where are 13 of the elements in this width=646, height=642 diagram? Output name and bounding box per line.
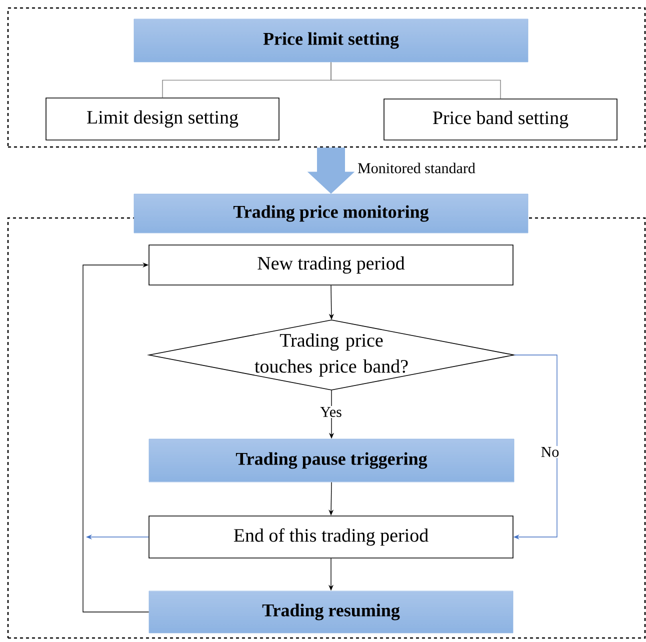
- highlighted-box: Trading price monitoring: [134, 194, 528, 234]
- process-box: New trading period: [148, 244, 514, 286]
- highlighted-box: Price limit setting: [134, 18, 528, 62]
- dashed-frame: [7, 7, 646, 148]
- process-box: Limit design setting: [46, 98, 280, 140]
- process-box: Price band setting: [384, 98, 618, 140]
- arrow: [82, 262, 150, 612]
- edge-label: Yes: [319, 406, 343, 418]
- edge-label: No: [540, 446, 560, 458]
- edge-label: Monitored standard: [358, 162, 476, 174]
- highlighted-box: Trading resuming: [148, 590, 514, 634]
- highlighted-box: Trading pause triggering: [148, 438, 514, 482]
- process-box: End of this trading period: [148, 516, 514, 558]
